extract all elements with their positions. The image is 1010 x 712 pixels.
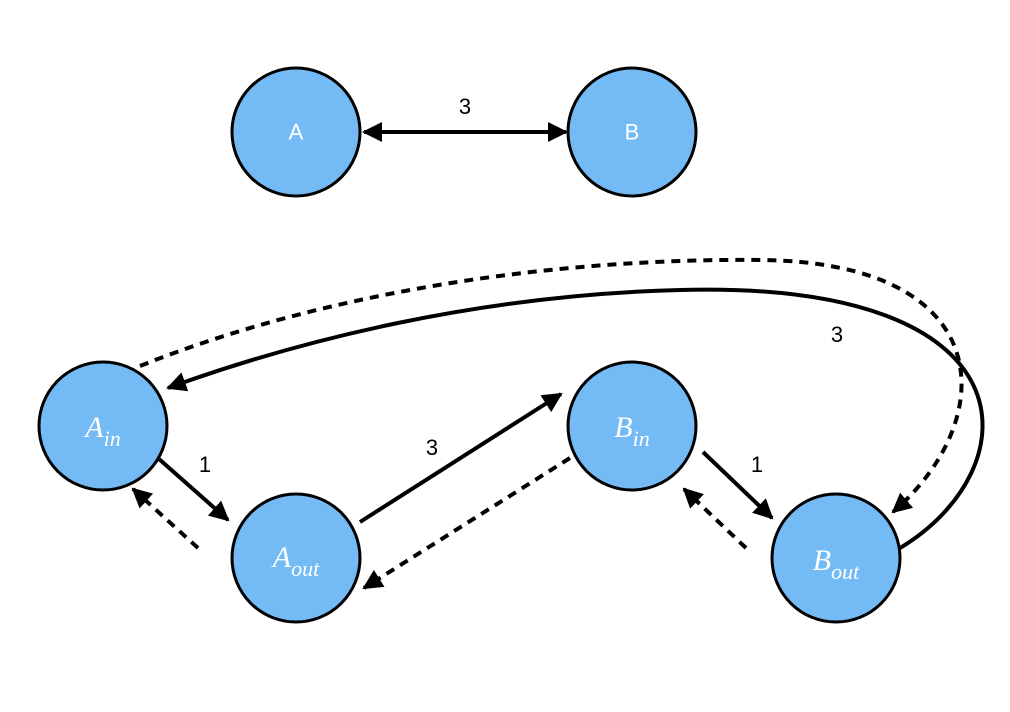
node-a-out-circle xyxy=(230,492,362,624)
node-b-in-circle xyxy=(566,360,698,492)
node-a-in-circle xyxy=(37,360,169,492)
node-b-out-circle xyxy=(770,492,902,624)
edge-a-in-to-a-out-label: 1 xyxy=(199,452,211,477)
node-b-in: Bin xyxy=(566,360,698,492)
edge-a-out-to-b-in-label: 3 xyxy=(426,435,438,460)
edge-b-out-to-a-in-label: 3 xyxy=(831,322,843,347)
edge-b-in-to-a-out-residual xyxy=(362,456,572,590)
edge-a-out-to-b-in xyxy=(358,392,563,524)
top-graph: 3 A B xyxy=(230,66,698,198)
node-b-out: Bout xyxy=(770,492,902,624)
node-b: B xyxy=(566,66,698,198)
edge-b-out-to-b-in-residual xyxy=(682,487,748,550)
node-b-label: B xyxy=(625,120,640,145)
node-a-circle xyxy=(230,66,362,198)
node-a-out-label: Aout xyxy=(271,541,320,581)
bottom-graph: 3 1 3 1 Ain Aout Bin xyxy=(37,257,985,624)
node-a-in-label: Ain xyxy=(83,411,120,451)
node-a-label: A xyxy=(289,120,304,145)
node-a: A xyxy=(230,66,362,198)
node-b-out-label: Bout xyxy=(813,544,860,584)
node-a-out: Aout xyxy=(230,492,362,624)
edge-a-in-to-b-out-residual xyxy=(139,257,964,514)
edge-a-in-to-a-out xyxy=(157,457,230,522)
node-a-in: Ain xyxy=(37,360,169,492)
edge-a-out-to-a-in-residual xyxy=(131,487,200,550)
edge-b-in-to-b-out-label: 1 xyxy=(751,452,763,477)
node-b-in-label: Bin xyxy=(614,411,649,451)
node-b-circle xyxy=(566,66,698,198)
edge-b-out-to-a-in xyxy=(166,287,985,550)
edge-a-b-label: 3 xyxy=(459,94,471,119)
edge-b-in-to-b-out xyxy=(701,450,774,520)
